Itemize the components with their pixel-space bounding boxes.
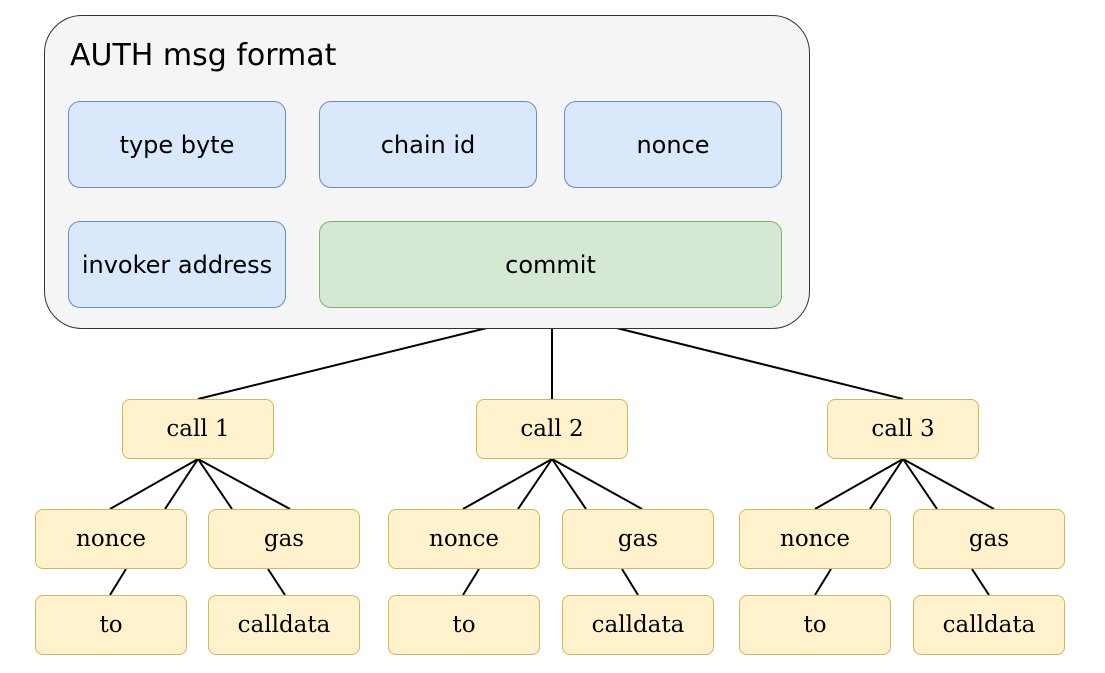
field-type-byte: type byte xyxy=(68,101,286,188)
edge-call3-d xyxy=(902,458,995,510)
edge-call2-d xyxy=(551,458,643,510)
edge-call3-b xyxy=(869,458,904,510)
call-2-calldata-node: calldata xyxy=(562,595,714,655)
field-commit: commit xyxy=(319,221,782,308)
edge-call2-b xyxy=(517,458,553,510)
edge-call1-b xyxy=(164,458,199,510)
call-3-gas-node: gas xyxy=(913,509,1065,569)
call-2-nonce-node: nonce xyxy=(388,509,540,569)
field-nonce: nonce xyxy=(564,101,782,188)
call-1-to-node: to xyxy=(35,595,187,655)
edge-nonce2-to2 xyxy=(462,568,480,596)
call-1-gas-node: gas xyxy=(208,509,360,569)
call-1-nonce-node: nonce xyxy=(35,509,187,569)
edge-gas3-calldata3 xyxy=(971,568,990,596)
edge-gas1-calldata1 xyxy=(267,568,286,596)
call-3-node: call 3 xyxy=(827,399,979,459)
edge-nonce1-to1 xyxy=(109,568,127,596)
field-chain-id: chain id xyxy=(319,101,537,188)
call-2-to-node: to xyxy=(388,595,540,655)
edge-call3-c xyxy=(902,458,938,510)
frame-title: AUTH msg format xyxy=(70,38,337,73)
edge-gas2-calldata2 xyxy=(621,568,639,596)
call-3-calldata-node: calldata xyxy=(913,595,1065,655)
call-2-gas-node: gas xyxy=(562,509,714,569)
edge-call2-a xyxy=(462,458,553,510)
call-3-to-node: to xyxy=(739,595,891,655)
edge-call1-a xyxy=(109,458,199,510)
call-1-calldata-node: calldata xyxy=(208,595,360,655)
edge-call1-d xyxy=(197,458,291,510)
edge-call3-a xyxy=(814,458,904,510)
call-1-node: call 1 xyxy=(122,399,274,459)
call-2-node: call 2 xyxy=(476,399,628,459)
edge-call2-c xyxy=(551,458,587,510)
call-3-nonce-node: nonce xyxy=(739,509,891,569)
edge-call1-c xyxy=(197,458,233,510)
field-invoker-address: invoker address xyxy=(68,221,286,308)
edge-nonce3-to3 xyxy=(814,568,832,596)
